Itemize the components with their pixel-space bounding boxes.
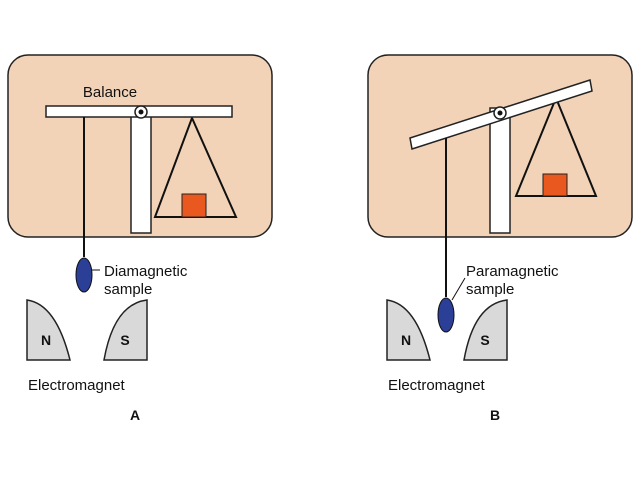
- paramagnetic-sample: [437, 297, 455, 333]
- sample-pointer-b: [451, 277, 466, 301]
- south-pole-b: [463, 299, 508, 361]
- north-pole-a: [26, 299, 71, 361]
- south-pole-a: [103, 299, 148, 361]
- panel-a: Balance Diamagnetic sample N S Electroma…: [7, 54, 273, 423]
- sample-label-line2-b: sample: [466, 281, 514, 298]
- electromagnet-label-a: Electromagnet: [28, 377, 126, 394]
- pivot-pin-a: [138, 109, 144, 115]
- pivot-pin-b: [497, 110, 503, 116]
- north-pole-label-a: N: [41, 332, 51, 348]
- electromagnet-label-b: Electromagnet: [388, 377, 486, 394]
- balance-label: Balance: [83, 84, 137, 101]
- south-pole-label-a: S: [120, 332, 129, 348]
- north-pole-b: [386, 299, 431, 361]
- north-pole-label-b: N: [401, 332, 411, 348]
- panel-letter-b: B: [490, 407, 500, 423]
- weight-block-a: [181, 193, 207, 218]
- south-pole-label-b: S: [480, 332, 489, 348]
- sample-label-line1-a: Diamagnetic: [104, 263, 188, 280]
- balance-pillar-a: [130, 106, 152, 234]
- sample-label-line2-a: sample: [104, 281, 152, 298]
- sample-label-line1-b: Paramagnetic: [466, 263, 559, 280]
- panel-letter-a: A: [130, 407, 140, 423]
- diamagnetic-sample: [75, 257, 93, 293]
- balance-pillar-b: [489, 107, 511, 234]
- panel-b: Paramagnetic sample N S Electromagnet B: [367, 54, 633, 423]
- weight-block-b: [542, 173, 568, 197]
